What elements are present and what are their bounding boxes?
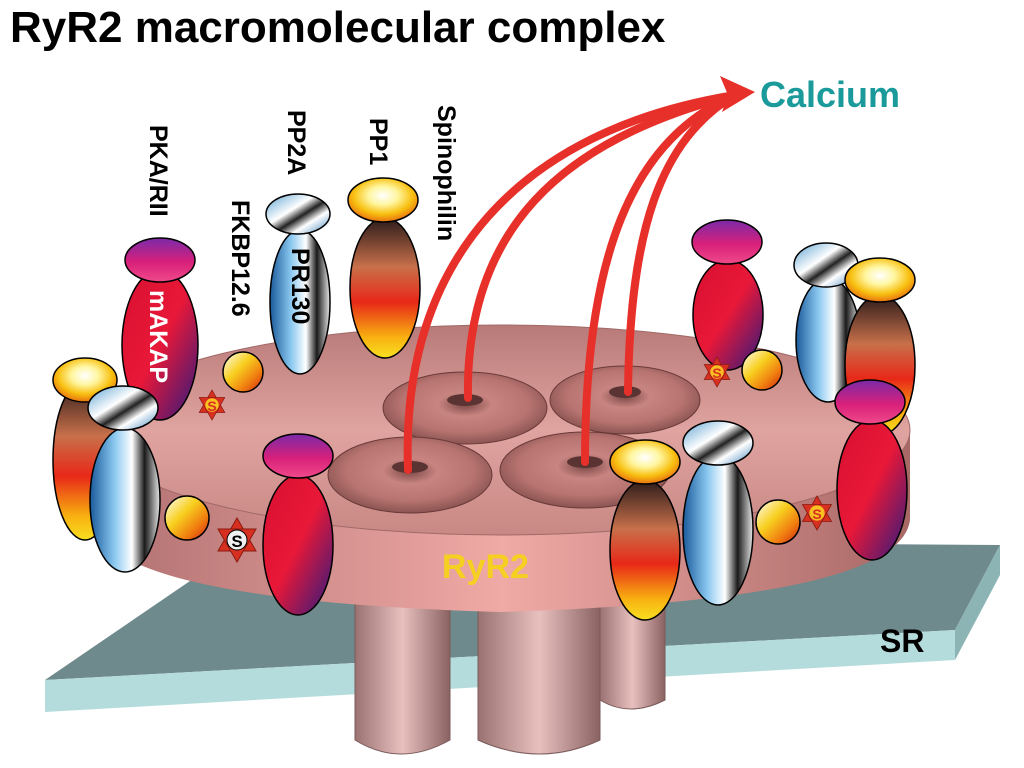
pka-rii-label: PKA/RII xyxy=(144,125,172,217)
arrow-icon xyxy=(463,91,739,402)
pp2a-back-right xyxy=(793,242,861,403)
pp1-label: PP1 xyxy=(364,118,392,165)
phosphoserine-star-icon xyxy=(703,356,731,388)
pka-front-left xyxy=(262,433,334,616)
calcium-label: Calcium xyxy=(760,74,900,115)
pore-front-left xyxy=(327,436,493,514)
fkbp-ball-far-left xyxy=(164,495,210,541)
calcium-arrows xyxy=(403,91,739,474)
pr130-label: PR130 xyxy=(286,248,314,324)
spinophilin-label: Spinophilin xyxy=(432,105,460,241)
fkbp-label: FKBP12.6 xyxy=(226,200,254,317)
arrow-icon xyxy=(403,91,739,474)
pp1-front-right xyxy=(609,439,681,621)
serine-letters: S S S S xyxy=(207,365,821,551)
ryr2-label: RyR2 xyxy=(442,548,529,586)
fkbp-ball-front-right xyxy=(755,499,801,545)
arrow-head-icon xyxy=(720,76,755,112)
pp1-spinophilin-center xyxy=(347,177,421,359)
fkbp-ball-left xyxy=(222,351,264,393)
pp2a-pr130-center xyxy=(265,193,331,375)
pka-right xyxy=(834,379,908,561)
phosphoserine-stars xyxy=(198,356,833,564)
pp2a-front-right xyxy=(682,420,754,606)
phosphoserine-star-icon xyxy=(801,495,833,531)
ryr2-legs xyxy=(354,559,666,755)
serine-label: S xyxy=(712,365,721,381)
pp2a-label: PP2A xyxy=(282,110,310,175)
phosphoserine-star-icon xyxy=(198,389,226,421)
makap-label: mAKAP xyxy=(144,290,172,383)
arrow-icon xyxy=(581,91,739,466)
pp2a-far-left xyxy=(87,385,161,573)
page-title: RyR2 macromolecular complex xyxy=(10,3,666,52)
pka-makap-left xyxy=(121,237,199,421)
arrow-icon xyxy=(624,91,739,396)
serine-label: S xyxy=(207,398,216,414)
serine-label: S xyxy=(812,506,821,522)
sr-label: SR xyxy=(880,623,924,659)
serine-label: S xyxy=(231,532,242,551)
pka-back-right xyxy=(691,219,764,371)
phosphoserine-star-icon xyxy=(217,516,257,564)
fkbp-ball-back-right xyxy=(741,349,783,391)
